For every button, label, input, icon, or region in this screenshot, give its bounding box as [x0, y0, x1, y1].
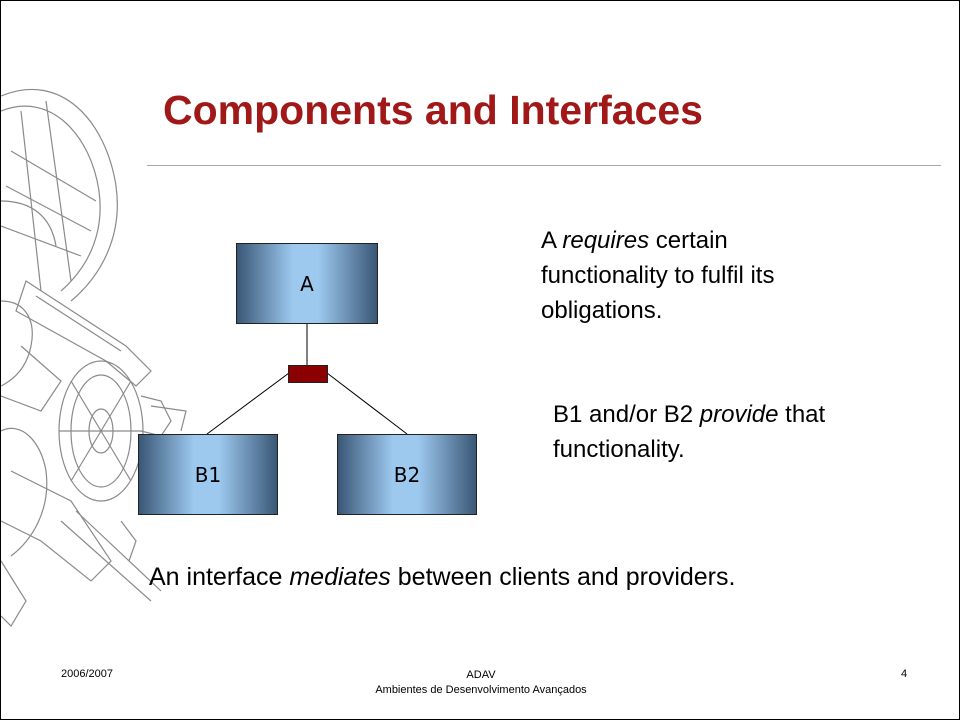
- requires-text-end: certain functionality to fulfil its obli…: [541, 227, 775, 324]
- footer-course: ADAV Ambientes de Desenvolvimento Avança…: [331, 668, 631, 698]
- provide-text-start: B1 and/or B2: [553, 401, 700, 428]
- footer-course-short: ADAV: [466, 669, 496, 681]
- footer-date: 2006/2007: [61, 668, 113, 680]
- mediates-emphasis: mediates: [289, 563, 391, 591]
- component-a-label: A: [300, 271, 314, 296]
- provide-emphasis: provide: [699, 401, 779, 428]
- provide-statement: B1 and/or B2 provide that functionality.: [553, 397, 873, 467]
- decorative-sketch-illustration: [1, 88, 187, 627]
- footer-course-full: Ambientes de Desenvolvimento Avançados: [375, 684, 587, 696]
- slide-title: Components and Interfaces: [163, 87, 703, 133]
- mediates-statement: An interface mediates between clients an…: [149, 563, 735, 592]
- component-b2-box: B2: [337, 434, 477, 515]
- component-b1-box: B1: [138, 434, 278, 515]
- title-divider: [147, 165, 941, 166]
- interface-connector: [288, 365, 328, 383]
- component-a-box: A: [236, 243, 378, 324]
- requires-text-start: A: [541, 227, 563, 254]
- footer-page-number: 4: [901, 668, 908, 680]
- connector-interface-to-b2: [326, 372, 408, 435]
- requires-emphasis: requires: [562, 227, 650, 254]
- component-b2-label: B2: [393, 462, 421, 487]
- component-b1-label: B1: [194, 462, 222, 487]
- mediates-text-end: between clients and providers.: [390, 563, 736, 591]
- provide-text-end: that functionality.: [553, 401, 826, 463]
- connector-interface-to-b1: [206, 372, 290, 435]
- requires-statement: A requires certain functionality to fulf…: [541, 223, 861, 328]
- mediates-text-start: An interface: [149, 563, 290, 591]
